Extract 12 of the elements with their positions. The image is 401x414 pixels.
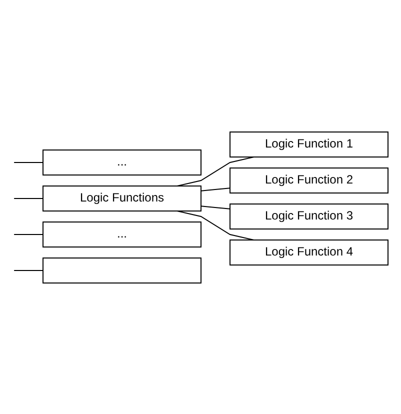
node-box: Logic Function 3: [230, 203, 388, 229]
node-box: Logic Functions: [42, 185, 202, 211]
node-box: [42, 257, 202, 283]
node-box: ...: [42, 149, 202, 175]
node-box: Logic Function 1: [230, 131, 388, 157]
node-box: Logic Function 2: [230, 167, 388, 193]
node-box: Logic Function 4: [230, 239, 388, 265]
connector: [200, 187, 230, 191]
node-box: ...: [42, 221, 202, 247]
connector: [200, 205, 230, 209]
connector: [176, 210, 254, 240]
connector: [176, 156, 254, 186]
